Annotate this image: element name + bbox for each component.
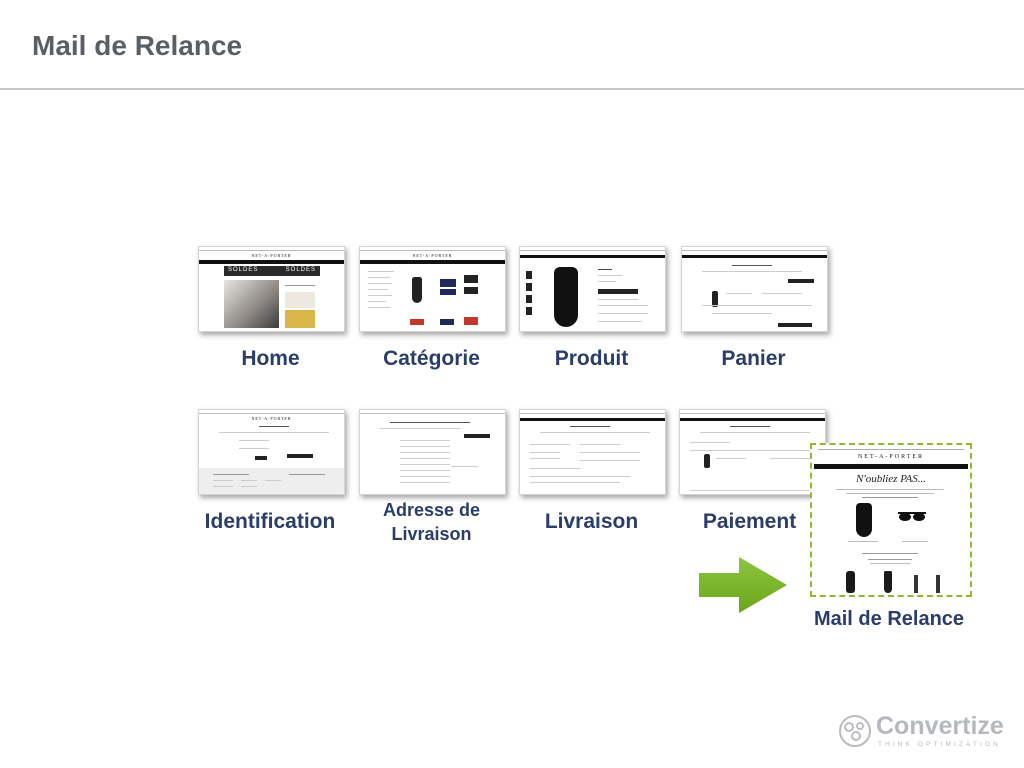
step-label-identification: Identification xyxy=(204,510,336,533)
home-thumbnail: NET-A-PORTER SOLDES SOLDES xyxy=(198,246,345,332)
identification-thumbnail: NET-A-PORTER xyxy=(198,409,345,495)
thumb-logo: NET-A-PORTER xyxy=(251,416,292,421)
title-divider xyxy=(0,88,1024,90)
category-thumbnail: NET-A-PORTER xyxy=(359,246,506,332)
sunglasses-product-image xyxy=(898,512,926,521)
step-label-payment: Paiement xyxy=(702,510,797,533)
swimsuit-product-image xyxy=(856,503,872,537)
reminder-email-preview: NET-A-PORTER N'oubliez PAS... xyxy=(810,443,972,597)
step-label-home: Home xyxy=(241,347,300,370)
payment-thumbnail xyxy=(679,409,826,495)
thumb-logo: NET-A-PORTER xyxy=(251,253,292,258)
mail-brand-logo: NET-A-PORTER xyxy=(857,454,925,460)
soldes-banner: SOLDES SOLDES xyxy=(224,266,320,276)
step-label-cart: Panier xyxy=(721,347,786,370)
slide-title: Mail de Relance xyxy=(32,30,243,61)
shipping-thumbnail xyxy=(519,409,666,495)
right-arrow-icon xyxy=(699,557,787,613)
thumb-logo: NET-A-PORTER xyxy=(412,253,453,258)
soldes-text-left: SOLDES xyxy=(228,267,259,273)
cart-thumbnail xyxy=(681,246,828,332)
step-label-delivery-address: Adresse de Livraison xyxy=(382,500,481,544)
mail-headline: N'oubliez PAS... xyxy=(856,473,926,485)
soldes-text-right: SOLDES xyxy=(285,267,316,273)
hero-photo xyxy=(224,280,279,328)
mail-label: Mail de Relance xyxy=(813,608,965,630)
brand-name: Convertize xyxy=(876,712,1004,740)
product-thumbnail xyxy=(519,246,666,332)
brain-logo-icon xyxy=(839,715,871,747)
brand-tagline: THINK OPTIMIZATION xyxy=(878,741,1001,748)
step-label-shipping: Livraison xyxy=(544,510,639,533)
delivery-address-thumbnail xyxy=(359,409,506,495)
step-label-product: Produit xyxy=(554,347,629,370)
step-label-category: Catégorie xyxy=(383,347,480,370)
